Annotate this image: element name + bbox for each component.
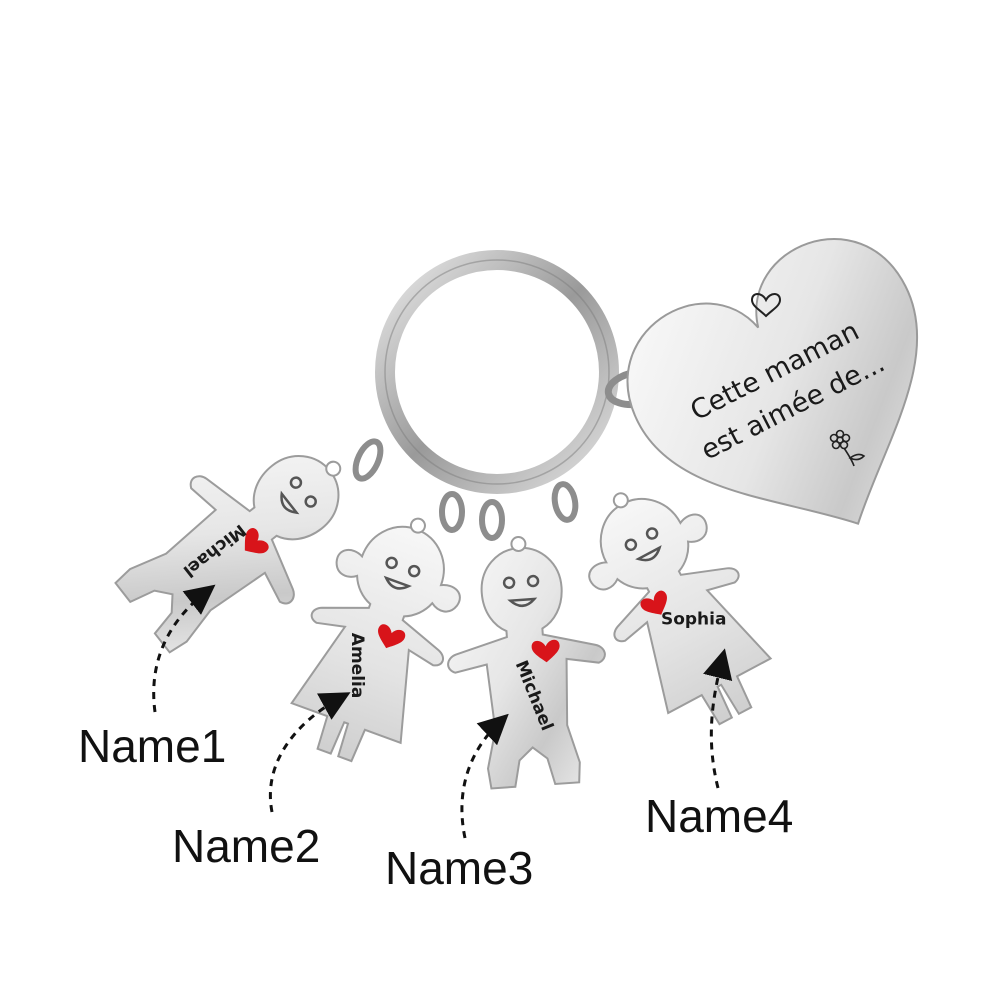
key-ring: [375, 250, 619, 494]
name1-label: Name1: [78, 720, 227, 772]
arrow-4: [703, 648, 733, 789]
arrow-1: [152, 584, 216, 713]
charm-girl-2: Amelia: [267, 494, 487, 780]
charm-2-name: Amelia: [347, 633, 367, 699]
flower-icon: [829, 429, 866, 467]
callout-arrows: [152, 584, 733, 839]
charm-boy-3: Michael: [438, 530, 615, 793]
charm-4-name: Sophia: [661, 610, 727, 630]
charm-jump-rings: [352, 438, 579, 541]
arrow-3: [460, 713, 509, 839]
small-heart-icon: [750, 293, 782, 318]
name2-label: Name2: [172, 820, 321, 872]
name3-label: Name3: [385, 842, 534, 894]
heart-tag: Cette maman est aimée de...: [626, 238, 919, 525]
arrow-2: [269, 692, 351, 813]
name4-label: Name4: [645, 790, 794, 842]
charm-girl-4: Sophia: [554, 460, 798, 750]
